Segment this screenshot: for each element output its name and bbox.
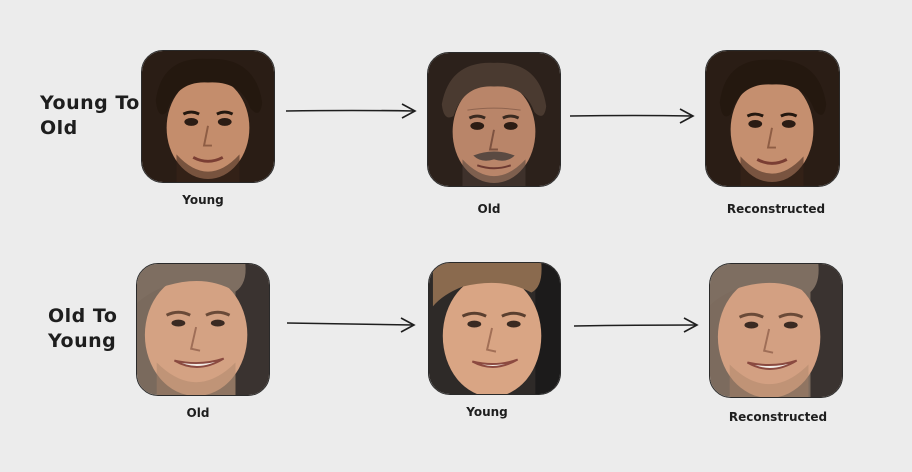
face-image-old-input bbox=[136, 263, 270, 396]
caption-old: Old bbox=[186, 406, 210, 420]
caption-reconstructed: Reconstructed bbox=[728, 410, 828, 424]
younger-man-smiling-portrait bbox=[429, 263, 560, 394]
arrow-right-icon bbox=[285, 103, 417, 119]
caption-young: Young bbox=[182, 193, 224, 207]
caption-old: Old bbox=[477, 202, 501, 216]
caption-reconstructed: Reconstructed bbox=[726, 202, 826, 216]
face-image-reconstructed bbox=[705, 50, 840, 187]
face-image-reconstructed bbox=[709, 263, 843, 398]
reconstructed-young-portrait bbox=[706, 51, 839, 186]
young-man-curly-hair-portrait bbox=[142, 51, 274, 182]
aged-man-portrait bbox=[428, 53, 560, 186]
face-image-aged-output bbox=[427, 52, 561, 187]
arrow-right-icon bbox=[286, 317, 416, 333]
reconstructed-older-portrait bbox=[710, 264, 842, 397]
caption-young: Young bbox=[466, 405, 508, 419]
row-label-young-to-old: Young To Old bbox=[40, 92, 140, 139]
arrow-right-icon bbox=[569, 108, 695, 124]
face-image-young-input bbox=[141, 50, 275, 183]
face-image-young-output bbox=[428, 262, 561, 395]
row-label-old-to-young: Old To Young bbox=[48, 305, 118, 352]
arrow-right-icon bbox=[573, 317, 699, 333]
older-man-smiling-portrait bbox=[137, 264, 269, 395]
